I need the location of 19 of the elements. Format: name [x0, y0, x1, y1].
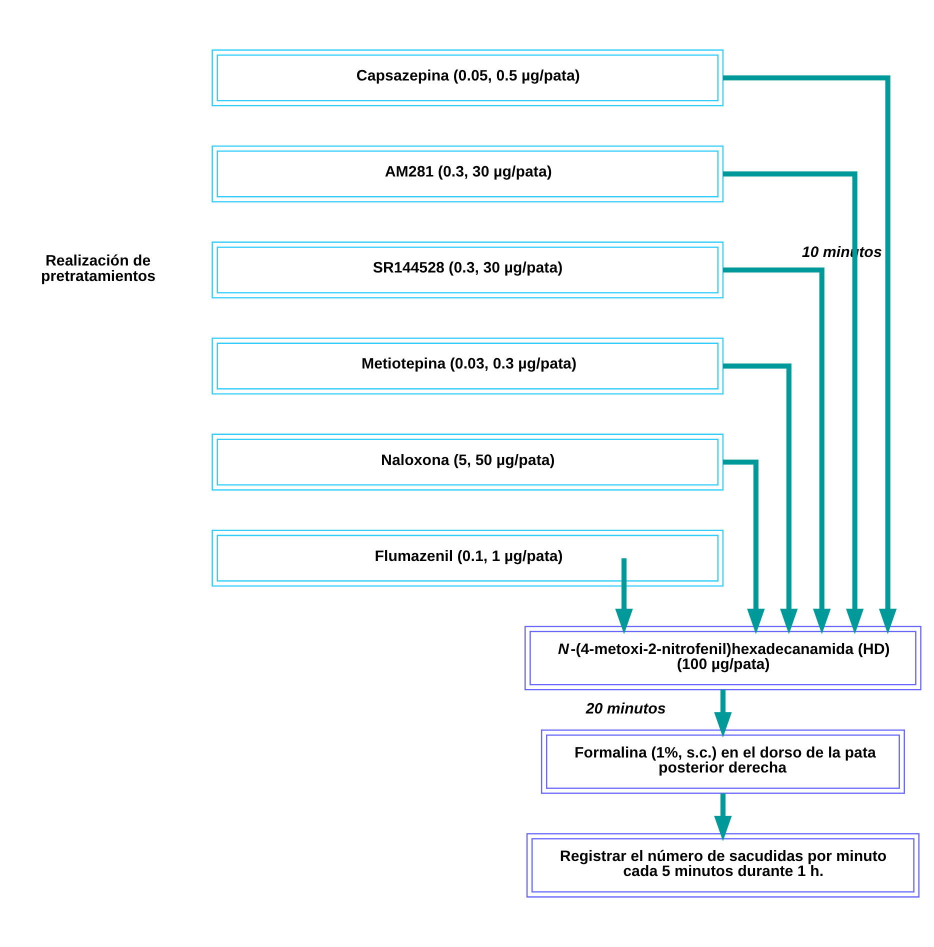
- arrow: [615, 558, 633, 634]
- arrow: [722, 267, 831, 634]
- node-box: AM281 (0.3, 30 µg/pata): [212, 145, 724, 202]
- arrow: [714, 690, 732, 738]
- arrow: [722, 171, 864, 634]
- node-box: Flumazenil (0.1, 1 µg/pata): [212, 530, 724, 587]
- node-box: Metiotepina (0.03, 0.3 µg/pata): [212, 338, 724, 394]
- label: Realización de pretratamientos: [41, 252, 156, 285]
- arrow: [722, 460, 765, 634]
- node-box: Naloxona (5, 50 µg/pata): [212, 434, 724, 491]
- node-box: Capsazepina (0.05, 0.5 µg/pata): [212, 49, 724, 106]
- edge-label: 20 minutos: [586, 700, 666, 718]
- arrow: [722, 75, 897, 634]
- arrow: [722, 364, 798, 634]
- node-box: Registrar el número de sacudidas por minuto cada 5 minutos durante 1 h.: [526, 833, 920, 898]
- node-box: SR144528 (0.3, 30 µg/pata): [212, 242, 724, 298]
- arrow: [714, 793, 732, 842]
- node-box: N-(4-metoxi-2-nitrofenil)hexadecanamida (HD) (100 µg/pata): [524, 626, 922, 690]
- node-box: Formalina (1%, s.c.) en el dorso de la pata posterior derecha: [540, 729, 905, 794]
